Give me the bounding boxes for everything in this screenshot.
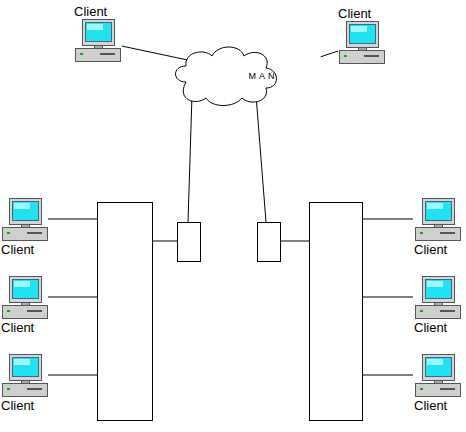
network-cloud: MAN — [168, 42, 358, 110]
network-link — [122, 46, 194, 61]
client-node: Client — [1, 354, 49, 413]
backbone-bar — [310, 203, 363, 421]
computer-icon — [414, 354, 462, 398]
link-line — [152, 241, 177, 242]
client-label: Client — [1, 242, 49, 257]
computer-icon — [414, 276, 462, 320]
computer-icon — [414, 198, 462, 242]
backbone-bar — [98, 203, 153, 421]
client-label: Client — [1, 398, 49, 413]
client-label: Client — [414, 398, 462, 413]
bridge-box — [258, 223, 281, 262]
link-line — [362, 219, 413, 220]
link-line — [188, 95, 192, 222]
client-label: Client — [414, 242, 462, 257]
client-label: Client — [338, 6, 386, 21]
client-label: Client — [1, 320, 49, 335]
computer-icon — [1, 198, 49, 242]
computer-icon — [1, 354, 49, 398]
client-node: Client — [1, 276, 49, 335]
link-line — [362, 375, 413, 376]
client-node: Client — [414, 198, 462, 257]
client-node: Client — [414, 354, 462, 413]
network-link — [321, 51, 338, 57]
computer-icon — [338, 21, 386, 65]
bridge-box — [178, 223, 201, 262]
client-label: Client — [74, 4, 122, 19]
client-node: Client — [414, 276, 462, 335]
client-node: Client — [74, 4, 122, 63]
client-node: Client — [1, 198, 49, 257]
link-line — [280, 241, 309, 242]
link-line — [256, 95, 266, 222]
computer-icon — [1, 276, 49, 320]
link-line — [48, 375, 97, 376]
client-node: Client — [338, 6, 386, 65]
link-line — [362, 297, 413, 298]
client-label: Client — [414, 320, 462, 335]
computer-icon — [74, 19, 122, 63]
network-label: MAN — [168, 71, 358, 81]
link-line — [48, 219, 97, 220]
link-line — [48, 297, 97, 298]
